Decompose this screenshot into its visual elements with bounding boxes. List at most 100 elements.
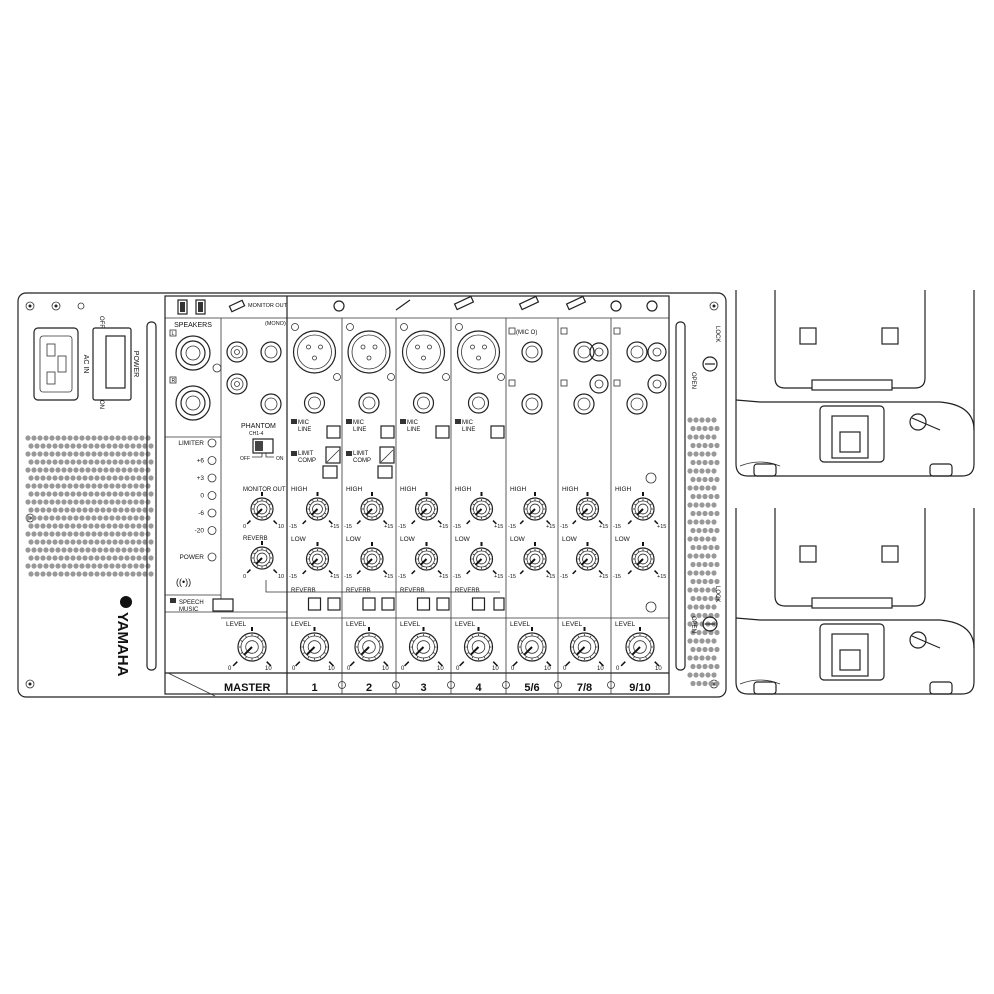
stereo-jack-r[interactable] xyxy=(626,393,648,415)
line-jack[interactable] xyxy=(412,392,435,414)
eq-max: +15 xyxy=(439,574,448,580)
speaker-icons xyxy=(177,299,206,315)
low-eq-knob[interactable] xyxy=(466,542,497,575)
monitor-out-knob[interactable] xyxy=(246,492,278,525)
phantom-switch[interactable] xyxy=(252,438,274,454)
eq-min: -15 xyxy=(560,524,568,530)
monitor-rca-r[interactable] xyxy=(226,373,248,395)
reverb-knob[interactable] xyxy=(246,541,278,574)
low-eq-knob[interactable] xyxy=(572,542,603,575)
stereo-jack-l[interactable] xyxy=(626,341,648,363)
monitor-icon xyxy=(228,299,246,313)
comp-label: COMP xyxy=(353,458,371,464)
mic-label: MIC xyxy=(407,420,419,426)
level-knob[interactable] xyxy=(295,627,334,667)
eq-max: +15 xyxy=(599,574,608,580)
low-eq-knob[interactable] xyxy=(627,542,659,575)
low-eq-knob[interactable] xyxy=(519,542,551,575)
music-label: MUSIC xyxy=(179,607,199,613)
xlr-combo-jack[interactable] xyxy=(456,330,501,374)
high-eq-knob[interactable] xyxy=(356,492,388,525)
high-eq-knob[interactable] xyxy=(411,492,442,525)
eq-max: +15 xyxy=(546,574,555,580)
low-eq-knob[interactable] xyxy=(302,542,333,575)
level-knob[interactable] xyxy=(459,627,498,667)
lock-knob-bottom[interactable] xyxy=(702,616,718,632)
stereo-jack-r[interactable] xyxy=(573,393,595,415)
channel-strip-1: MICLINELIMITCOMPHIGH-15+15LOW-15+15REVER… xyxy=(289,323,341,694)
speaker-jack-l[interactable] xyxy=(175,335,211,371)
level-knob[interactable] xyxy=(512,627,552,667)
eq-min: -15 xyxy=(398,524,406,530)
monitor-rca-l[interactable] xyxy=(226,341,248,363)
level-knob[interactable] xyxy=(620,627,660,667)
meter-label: LIMITER xyxy=(178,440,204,447)
eq-max: +15 xyxy=(657,574,666,580)
limit-comp-switch[interactable] xyxy=(322,465,338,479)
limit-comp-switch[interactable] xyxy=(377,465,393,479)
level-max: 10 xyxy=(382,666,389,672)
stereo-jack-r[interactable] xyxy=(521,393,543,415)
level-knob[interactable] xyxy=(349,627,389,667)
eq-min: -15 xyxy=(344,524,352,530)
rca-l[interactable] xyxy=(589,342,609,362)
high-eq-knob[interactable] xyxy=(572,492,603,525)
rca-r[interactable] xyxy=(589,374,609,394)
reverb-send-switch[interactable] xyxy=(307,597,322,611)
high-eq-knob[interactable] xyxy=(519,492,551,525)
monitor-mono-jack[interactable] xyxy=(260,341,282,363)
level-knob[interactable] xyxy=(404,627,443,667)
xlr-combo-jack[interactable] xyxy=(292,330,337,374)
monitor-jack-2[interactable] xyxy=(260,393,282,415)
line-jack[interactable] xyxy=(303,392,326,414)
channel-number: 1 xyxy=(311,682,317,694)
xlr-combo-jack[interactable] xyxy=(347,330,391,374)
meter-label: -20 xyxy=(195,528,205,535)
power-switch-label: POWER xyxy=(132,351,139,377)
level-max: 10 xyxy=(544,666,551,672)
level-label: LEVEL xyxy=(400,621,421,628)
rca-l[interactable] xyxy=(647,342,667,362)
reverb-send-switch[interactable] xyxy=(362,597,376,611)
level-label: LEVEL xyxy=(455,621,476,628)
low-eq-knob[interactable] xyxy=(356,542,388,575)
line-jack[interactable] xyxy=(467,392,490,414)
mic-label: MIC xyxy=(462,420,474,426)
line-jack[interactable] xyxy=(358,392,380,414)
power-switch[interactable] xyxy=(92,327,132,401)
comp-label: COMP xyxy=(298,458,316,464)
level-knob[interactable] xyxy=(565,627,604,667)
mic-line-switch[interactable] xyxy=(490,425,505,439)
channel-number: 4 xyxy=(475,682,482,694)
xlr-combo-jack[interactable] xyxy=(401,330,446,374)
stereo-jack-l[interactable] xyxy=(573,341,595,363)
low-eq-knob[interactable] xyxy=(411,542,442,575)
high-eq-knob[interactable] xyxy=(302,492,333,525)
mic-line-switch[interactable] xyxy=(380,425,395,439)
phantom-label: PHANTOM xyxy=(241,423,276,430)
ac-inlet xyxy=(33,327,79,401)
eq-min: -15 xyxy=(344,574,352,580)
reverb-label: REVERB xyxy=(455,588,480,594)
mic-label: MIC xyxy=(298,420,310,426)
eq-max: +15 xyxy=(330,524,339,530)
reverb-send-switch[interactable] xyxy=(416,597,431,611)
speaker-jack-r[interactable] xyxy=(175,385,211,421)
reverb-send-switch[interactable] xyxy=(471,597,486,611)
high-eq-knob[interactable] xyxy=(627,492,659,525)
high-eq-knob[interactable] xyxy=(466,492,497,525)
line-input-icon xyxy=(565,295,587,311)
limit-label: LIMIT xyxy=(298,451,314,457)
stereo-jack-l[interactable] xyxy=(521,341,543,363)
mic-line-switch[interactable] xyxy=(326,425,341,439)
speaker-units xyxy=(735,290,975,695)
mic-line-switch[interactable] xyxy=(435,425,450,439)
phantom-sub: CH1-4 xyxy=(249,431,264,437)
speech-label: SPEECH xyxy=(179,600,204,606)
speech-music-switch[interactable] xyxy=(212,598,234,612)
lock-knob-top[interactable] xyxy=(702,356,718,372)
high-label: HIGH xyxy=(400,486,417,493)
master-level-knob[interactable] xyxy=(232,627,272,667)
rca-r[interactable] xyxy=(647,374,667,394)
bluetooth-icon xyxy=(610,300,622,312)
